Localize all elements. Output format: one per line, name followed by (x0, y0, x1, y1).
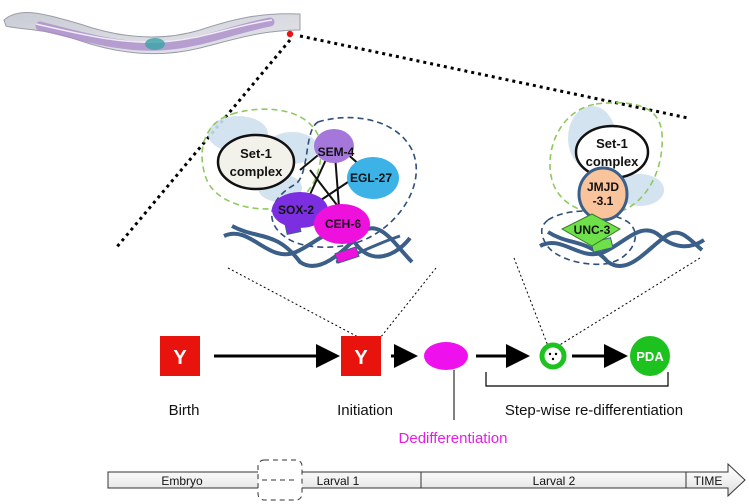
egl27-label: EGL-27 (350, 171, 392, 185)
cell-progression: Y Y PDA (160, 336, 670, 420)
worm-pharynx (145, 38, 165, 50)
sem4-protein (314, 129, 354, 163)
stage-label-redifferentiation: Step-wise re-differentiation (505, 402, 683, 419)
worm-body (3, 11, 301, 54)
sox2-protein (272, 192, 328, 228)
set1-region-outline (549, 101, 663, 215)
timeline-larval2-label: Larval 2 (533, 474, 576, 488)
y-cell-birth (160, 336, 200, 376)
set1-complex-label-line1: Set-1 (596, 136, 628, 151)
sem4-label: SEM-4 (318, 145, 355, 159)
intermediate-cell-dot (554, 352, 558, 356)
timeline-arrow (107, 462, 746, 498)
pda-cell (630, 336, 670, 376)
intermediate-cell-dot (551, 357, 555, 361)
left-complex: Set-1 complex SEM-4 EGL-27 SOX-2 CEH-6 (201, 108, 418, 268)
sox2-label: SOX-2 (278, 203, 314, 217)
right-complex: Set-1 complex JMJD -3.1 UNC-3 (539, 101, 706, 268)
dedifferentiated-cell (424, 342, 468, 370)
zoom-line-right (299, 34, 689, 120)
stage-label-birth: Birth (169, 402, 200, 419)
dna-strand (231, 224, 414, 268)
stage-label-dedifferentiation: Dedifferentiation (399, 430, 508, 447)
timeline-embryo-label: Embryo (161, 474, 203, 488)
redifferentiation-bracket (485, 372, 669, 387)
set1-complex-label-line1: Set-1 (240, 146, 272, 161)
set1-complex-label-line2: complex (586, 154, 640, 169)
dna-strand (539, 228, 706, 257)
intermediate-cell (539, 342, 567, 370)
unc3-label: UNC-3 (574, 223, 611, 237)
timeline-larval1-label: Larval 1 (317, 474, 360, 488)
zoom-lines-thin (227, 257, 701, 347)
y-cell-initiation-label: Y (354, 347, 368, 369)
ceh6-label: CEH-6 (325, 217, 361, 231)
set1-complex-label-line2: complex (230, 164, 284, 179)
y-cell-initiation (341, 336, 381, 376)
intermediate-cell-dot (548, 352, 552, 356)
set1-complex-ellipse (216, 133, 296, 191)
worm-y-cell-marker (286, 30, 294, 38)
zoom-line-left (114, 39, 292, 249)
jmjd31-label-line2: -3.1 (593, 194, 614, 208)
ceh6-protein (314, 204, 370, 244)
egl27-protein (347, 157, 399, 199)
jmjd31-label-line1: JMJD (587, 180, 619, 194)
stage-label-initiation: Initiation (337, 402, 393, 419)
worm-illustration (3, 11, 301, 54)
dna-strand (546, 230, 704, 268)
unc3-protein (560, 213, 622, 247)
binding-site (334, 246, 360, 264)
timeline-axis: Embryo Larval 1 Larval 2 TIME (107, 459, 746, 501)
y-cell-birth-label: Y (173, 347, 187, 369)
timeline-time-label: TIME (694, 474, 723, 488)
pda-cell-label: PDA (636, 349, 664, 364)
